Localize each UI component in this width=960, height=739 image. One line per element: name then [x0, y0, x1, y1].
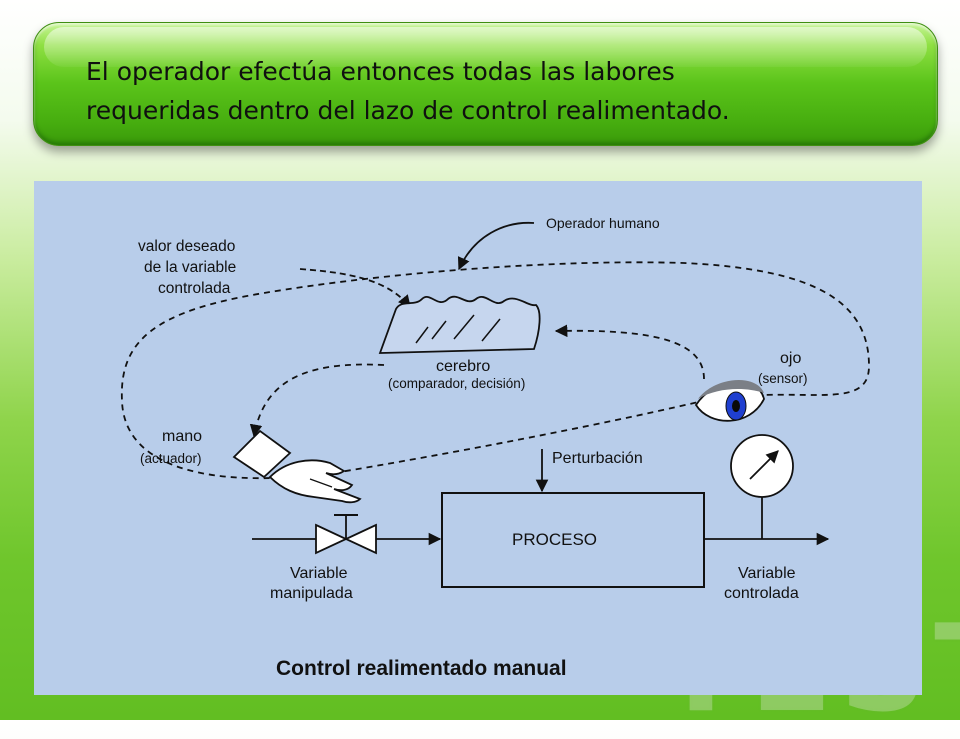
setpoint-label-line1: valor deseado	[138, 238, 235, 255]
operator-label: Operador humano	[546, 215, 660, 231]
diagram-panel: Operador humano valor deseado de la vari…	[34, 181, 922, 695]
gauge-icon	[730, 434, 794, 498]
process-label: PROCESO	[512, 530, 597, 549]
setpoint-label-line2: de la variable	[144, 259, 236, 276]
setpoint-arrow	[299, 268, 411, 308]
hand-icon	[232, 429, 362, 504]
hand-label: mano	[162, 428, 202, 445]
brain-sublabel: (comparador, decisión)	[388, 376, 525, 391]
controlled-label-line1: Variable	[738, 565, 796, 582]
process-block	[441, 492, 705, 588]
brain-label: cerebro	[436, 358, 490, 375]
eye-icon	[694, 380, 765, 422]
disturbance-label: Perturbación	[552, 450, 643, 467]
banner-gloss	[44, 27, 927, 67]
hand-sublabel: (actuador)	[140, 451, 202, 466]
brain-icon	[378, 295, 541, 354]
operator-loop	[121, 261, 870, 480]
eye-to-brain-arrow	[554, 324, 705, 380]
feedback-diagram: Operador humano valor deseado de la vari…	[121, 215, 870, 680]
diagram-caption: Control realimentado manual	[276, 657, 567, 680]
slide-title-line2: requeridas dentro del lazo de control re…	[86, 96, 730, 125]
eye-label: ojo	[780, 350, 801, 367]
operator-pointer	[457, 222, 535, 271]
eye-sublabel: (sensor)	[758, 371, 808, 386]
slide-title: El operador efectúa entonces todas las l…	[86, 52, 926, 130]
brain-to-hand-arrow	[249, 363, 385, 438]
slide-title-line1: El operador efectúa entonces todas las l…	[86, 57, 675, 86]
valve-icon	[315, 514, 377, 555]
setpoint-label-line3: controlada	[158, 280, 231, 297]
title-banner	[33, 22, 938, 146]
manipulated-label-line2: manipulada	[270, 585, 353, 602]
manipulated-label-line1: Variable	[290, 565, 348, 582]
controlled-label-line2: controlada	[724, 585, 799, 602]
